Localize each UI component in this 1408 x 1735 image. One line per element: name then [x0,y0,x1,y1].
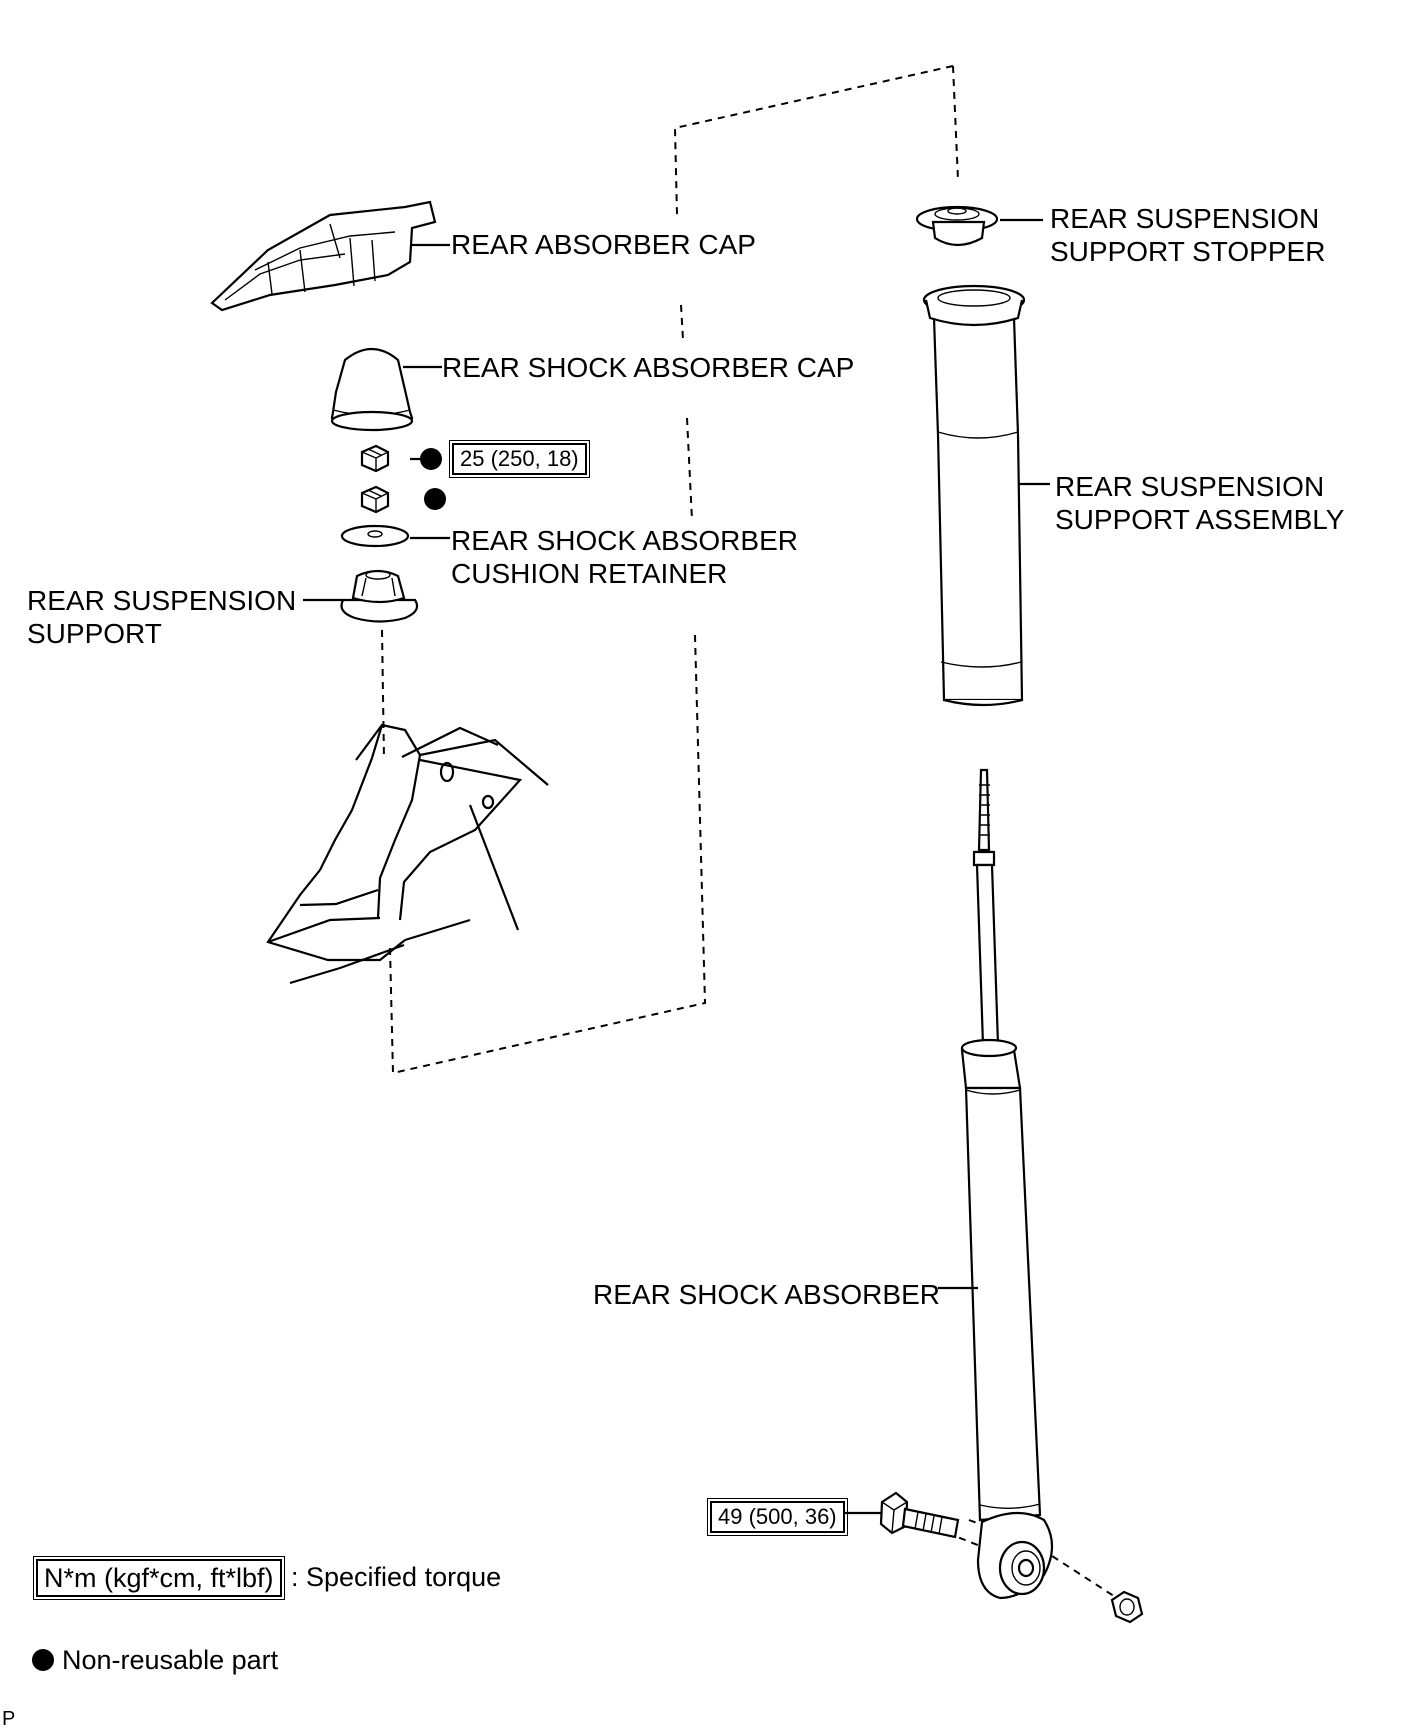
upper-nut-1 [360,444,390,473]
rear-absorber-cap-part [210,200,437,312]
cushion-retainer-label-line2: CUSHION RETAINER [451,558,728,589]
support-stopper-label-line1: REAR SUSPENSION [1050,203,1320,234]
rear-shock-absorber-label: REAR SHOCK ABSORBER [593,1279,940,1310]
rear-shock-absorber-cap-part [330,347,414,432]
torque-spec-lower: 49 (500, 36) [707,1498,848,1536]
support-assembly-part [922,284,1026,707]
rear-suspension-support-label-line2: SUPPORT [27,618,162,649]
rear-absorber-cap-label: REAR ABSORBER CAP [451,229,756,260]
legend-non-reusable-dot [32,1649,54,1671]
support-stopper-label-line2: SUPPORT STOPPER [1050,236,1326,267]
support-assembly-label-line1: REAR SUSPENSION [1055,471,1325,502]
upper-nut-2 [360,485,390,514]
torque-spec-upper: 25 (250, 18) [449,440,590,478]
rear-shock-absorber-cap-label: REAR SHOCK ABSORBER CAP [442,352,855,383]
lower-eye-bushing [976,1511,1054,1600]
vehicle-body-panel [266,723,549,985]
lower-nut [1110,1590,1144,1624]
non-reusable-dot-2 [424,488,446,510]
corner-mark: P [2,1708,16,1730]
lower-bolt [879,1491,960,1539]
rear-shock-absorber-part [960,768,1042,1522]
cushion-retainer-part [340,524,410,548]
support-stopper-part [915,205,999,247]
rear-suspension-support-label-line1: REAR SUSPENSION [27,585,297,616]
cushion-retainer-label-line1: REAR SHOCK ABSORBER [451,525,798,556]
support-assembly-label-line2: SUPPORT ASSEMBLY [1055,504,1345,535]
rear-suspension-support-part [340,569,419,623]
legend-non-reusable-label: Non-reusable part [62,1645,279,1675]
non-reusable-dot-1 [420,448,442,470]
legend-torque-desc: : Specified torque [291,1562,502,1592]
legend-torque-unit-box: N*m (kgf*cm, ft*lbf) [33,1556,285,1600]
